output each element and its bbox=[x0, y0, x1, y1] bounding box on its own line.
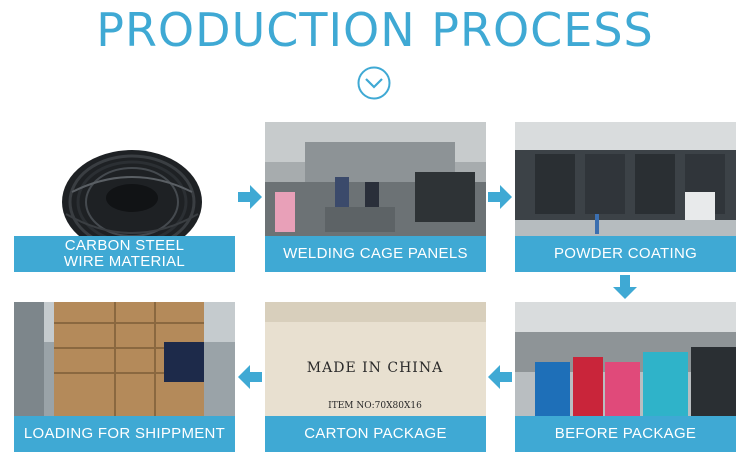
step-card-carton-package: MADE IN CHINA ITEM NO:70X80X16 CARTON PA… bbox=[265, 302, 486, 452]
arrow-down-icon bbox=[613, 275, 637, 299]
step-card-before-package: BEFORE PACKAGE bbox=[515, 302, 736, 452]
step-label: CARTON PACKAGE bbox=[265, 416, 486, 452]
step-label: WELDING CAGE PANELS bbox=[265, 236, 486, 272]
arrow-right-icon bbox=[488, 185, 512, 209]
arrow-left-icon bbox=[488, 365, 512, 389]
step-label-line1: CARBON STEEL bbox=[64, 237, 185, 254]
chevron-down-circle-icon bbox=[357, 66, 391, 100]
arrow-right-icon bbox=[238, 185, 262, 209]
box-print-text: MADE IN CHINA bbox=[307, 360, 443, 376]
step-label: CARBON STEEL WIRE MATERIAL bbox=[14, 236, 235, 272]
step-label-line2: WIRE MATERIAL bbox=[63, 253, 186, 270]
step-label: LOADING FOR SHIPPMENT bbox=[14, 416, 235, 452]
page-title: PRODUCTION PROCESS bbox=[96, 3, 654, 57]
arrow-left-icon bbox=[238, 365, 262, 389]
step-card-powder-coating: POWDER COATING bbox=[515, 122, 736, 272]
step-card-wire-material: CARBON STEEL WIRE MATERIAL bbox=[14, 122, 235, 272]
step-card-welding: WELDING CAGE PANELS bbox=[265, 122, 486, 272]
box-item-text: ITEM NO:70X80X16 bbox=[328, 401, 422, 411]
step-card-loading: LOADING FOR SHIPPMENT bbox=[14, 302, 235, 452]
step-label: POWDER COATING bbox=[515, 236, 736, 272]
step-label: BEFORE PACKAGE bbox=[515, 416, 736, 452]
